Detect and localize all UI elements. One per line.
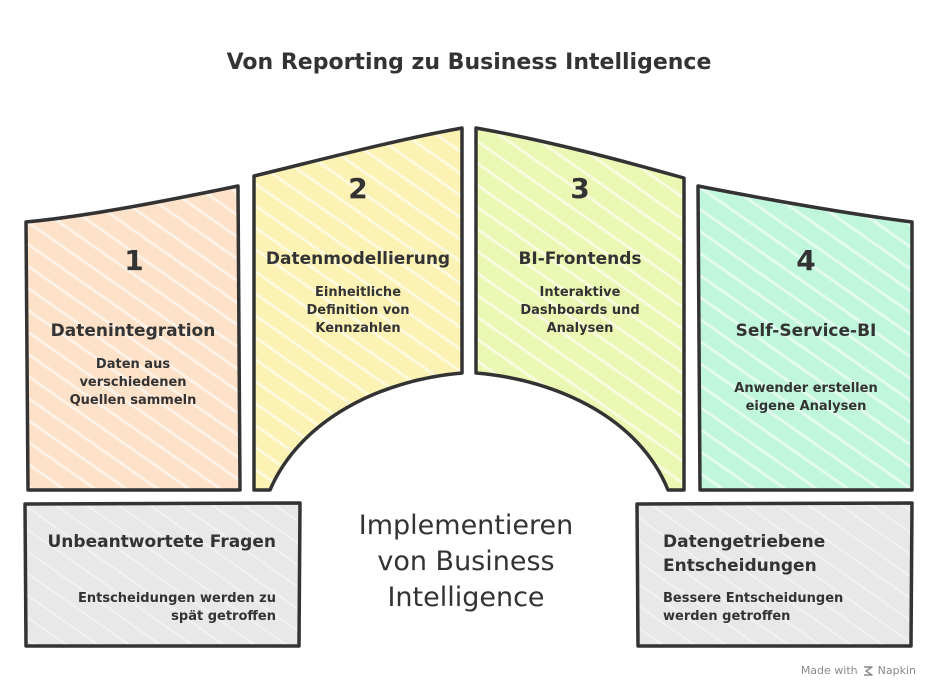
diagram-title: Von Reporting zu Business Intelligence: [226, 50, 712, 75]
step-4-panel: [696, 184, 914, 492]
step-2-description: Einheitliche Definition von Kennzahlen: [306, 285, 410, 336]
outcome-left-description: Entscheidungen werden zu spät getroffen: [77, 591, 276, 624]
step-2-panel: [252, 126, 464, 492]
outcome-left-heading: Unbeantwortete Fragen: [47, 532, 277, 552]
step-1-panel: [24, 184, 242, 492]
step-4-description: Anwender erstellen eigene Analysen: [734, 381, 878, 414]
step-2-heading: Datenmodellierung: [265, 249, 451, 269]
outcome-right-box: [635, 501, 914, 648]
outcome-right-heading: Datengetriebene Entscheidungen: [663, 532, 826, 576]
center-label: Implementieren von Business Intelligence: [358, 510, 574, 613]
napkin-logo-icon: [863, 665, 873, 676]
footer-credit: Made with Napkin: [801, 664, 916, 677]
step-1-description: Daten aus verschiedenen Quellen sammeln: [69, 357, 197, 408]
step-1-number: 1: [124, 244, 144, 277]
step-1-heading: Datenintegration: [50, 321, 216, 341]
step-4-heading: Self-Service-BI: [735, 321, 877, 341]
footer-brand: Napkin: [877, 664, 916, 677]
step-2-number: 2: [348, 172, 368, 205]
step-3-heading: BI-Frontends: [518, 249, 642, 269]
outcome-left-box: [23, 501, 302, 648]
step-4-number: 4: [796, 244, 816, 277]
step-3-description: Interaktive Dashboards und Analysen: [520, 285, 640, 336]
footer-made-with: Made with: [800, 664, 858, 677]
step-3-number: 3: [570, 172, 590, 205]
step-3-panel: [474, 126, 686, 492]
outcome-right-description: Bessere Entscheidungen werden getroffen: [663, 591, 844, 624]
